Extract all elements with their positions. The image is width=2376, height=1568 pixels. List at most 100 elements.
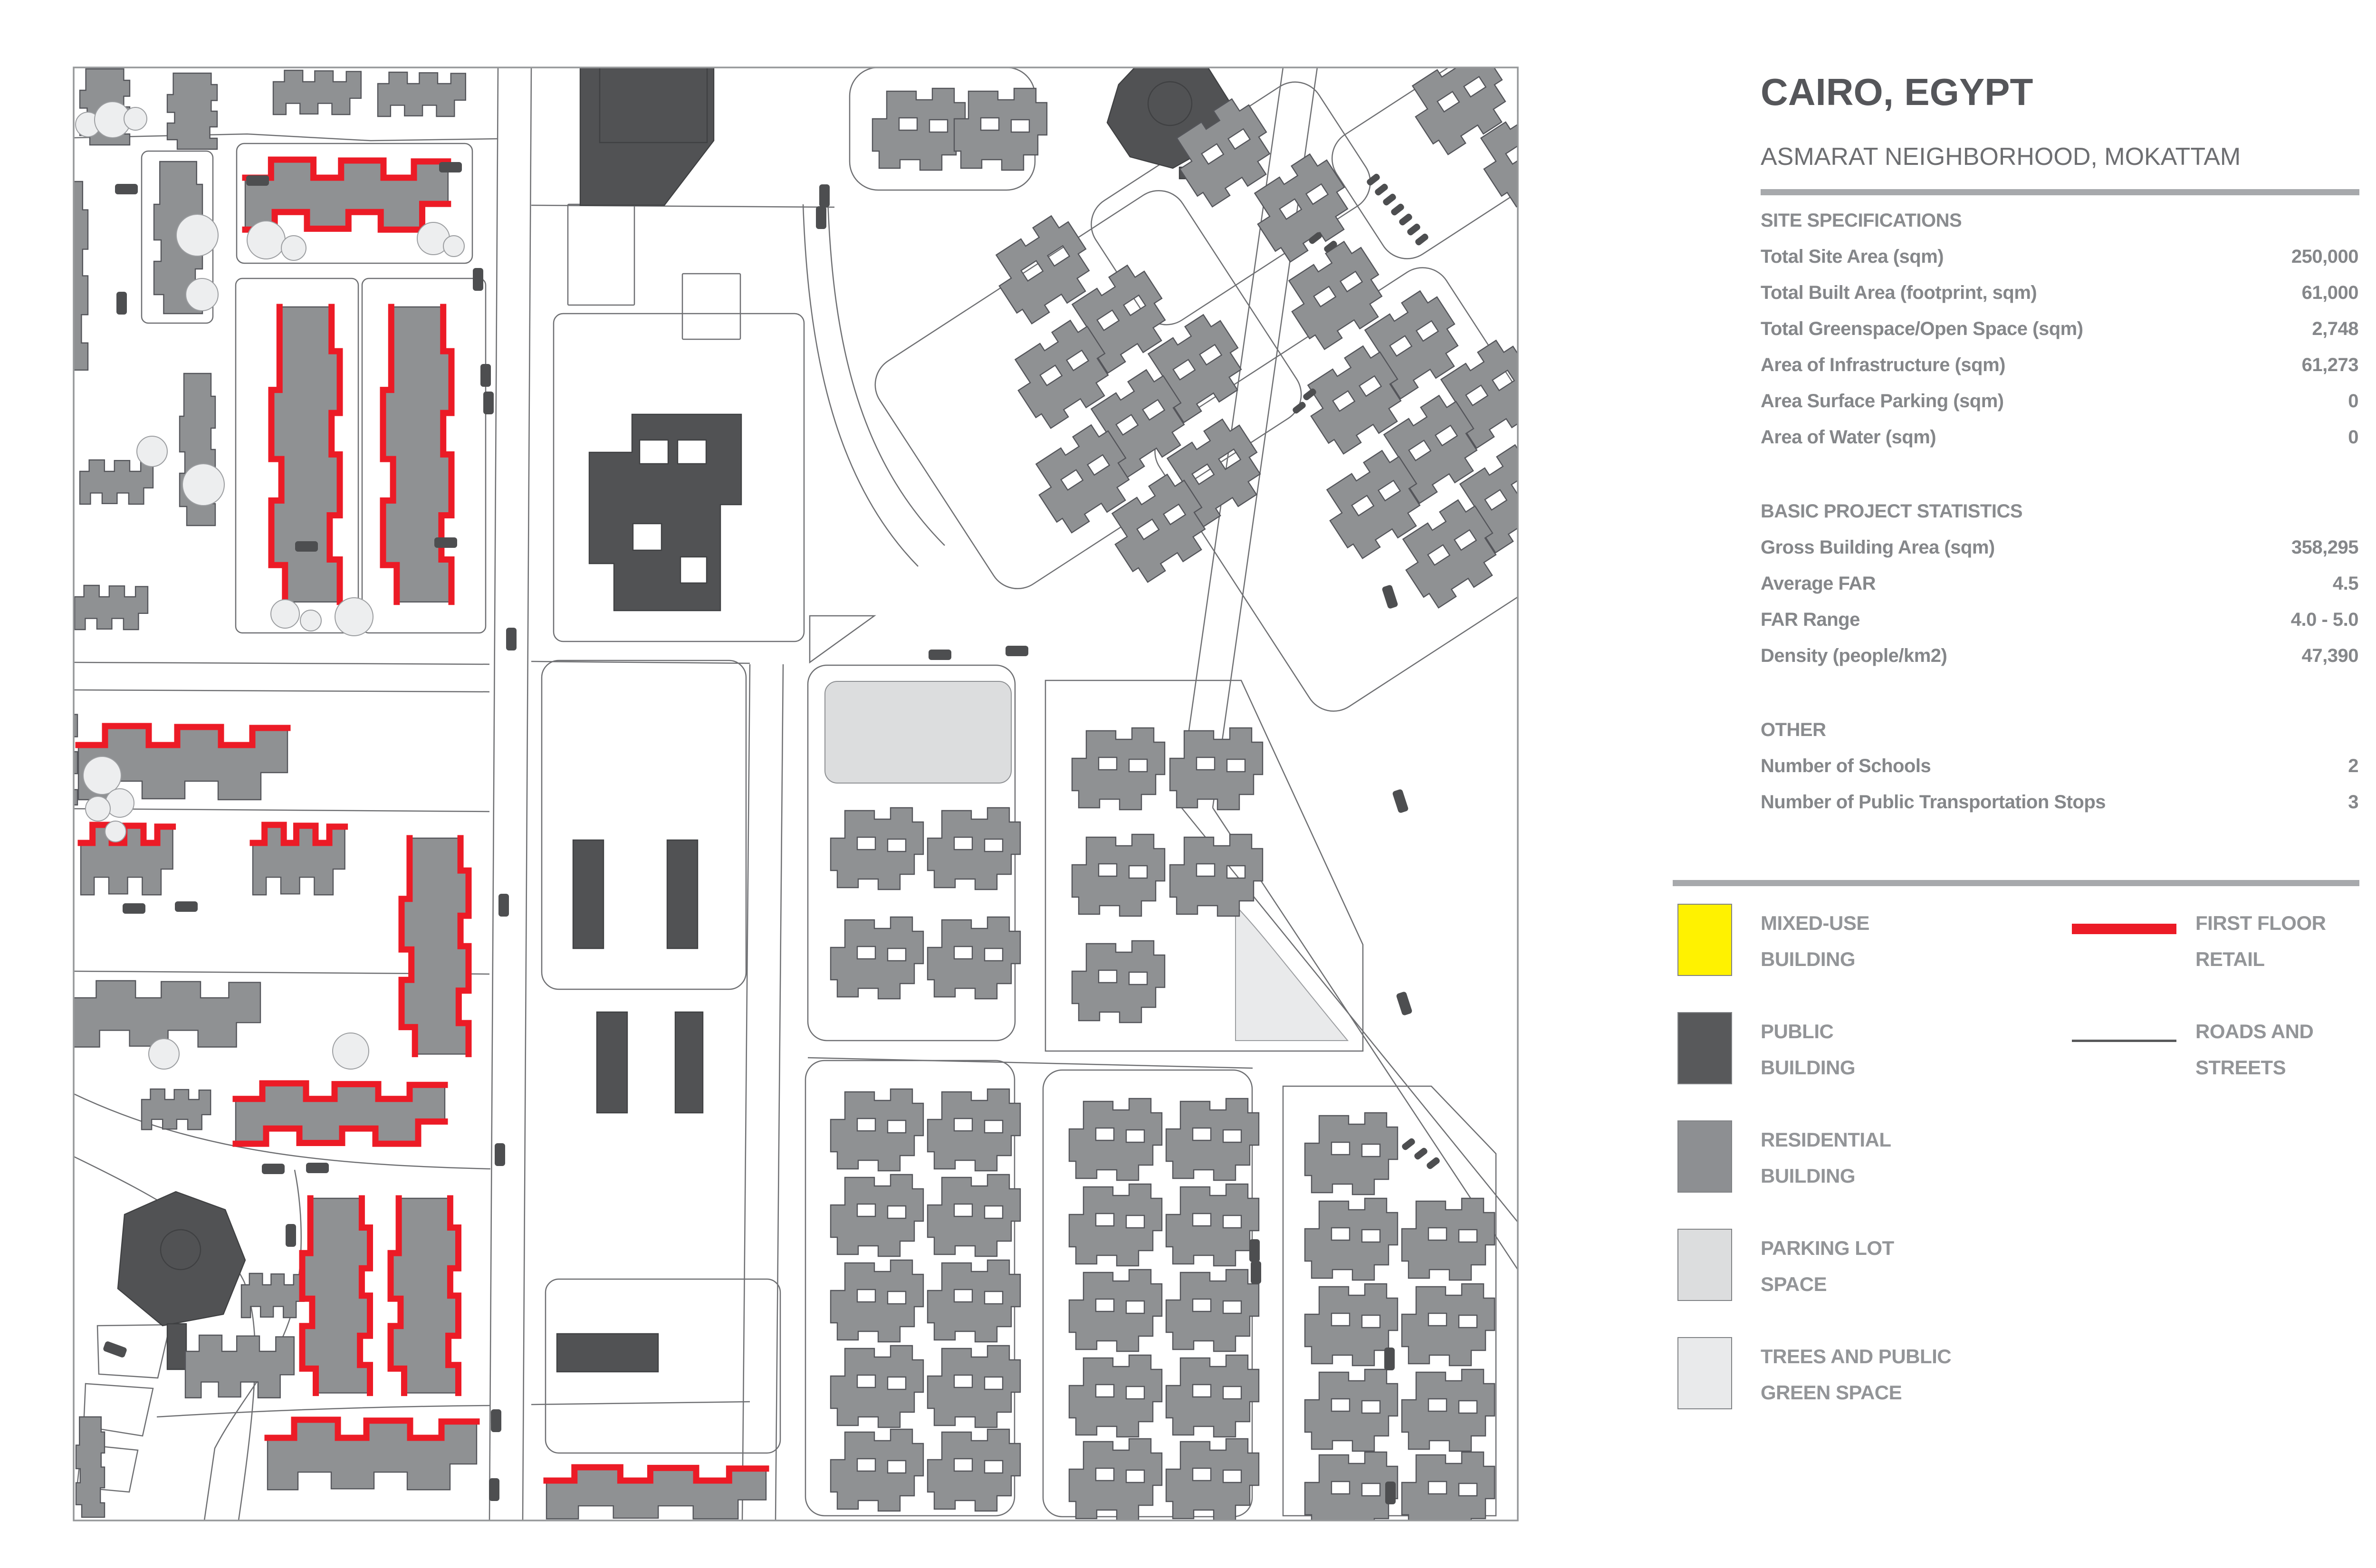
tree (270, 599, 300, 629)
page-subtitle: ASMARAT NEIGHBORHOOD, MOKATTAM (1761, 143, 2241, 171)
car (123, 903, 145, 914)
residential-building (1023, 419, 1145, 538)
first-floor-retail-edge (253, 825, 345, 843)
road (156, 1405, 491, 1418)
block-outline (1282, 1085, 1497, 1517)
car (115, 184, 138, 194)
residential-building (1002, 315, 1124, 433)
road (74, 661, 490, 665)
tree (176, 214, 219, 257)
car (1251, 1261, 1261, 1284)
cars-group (103, 162, 1440, 1504)
residential-building (831, 1346, 923, 1427)
stat-row: Area Surface Parking (sqm)0 (1761, 383, 2359, 419)
car (439, 162, 462, 172)
stat-value: 0 (2348, 391, 2358, 411)
first-floor-retail-edge (330, 307, 340, 602)
residential-building (1069, 1099, 1162, 1180)
first-floor-retail-edge (236, 1083, 445, 1099)
transit-stop-marker (1324, 240, 1337, 253)
residential-building (1069, 1184, 1162, 1266)
block-outline (553, 313, 805, 642)
residential-building (268, 1420, 477, 1490)
residential-building (1069, 1270, 1162, 1351)
first-floor-retail-edge (449, 1198, 459, 1393)
block-outline (76, 1444, 139, 1493)
road (531, 1401, 750, 1405)
public-building (167, 1324, 186, 1369)
tree (332, 1033, 369, 1070)
road (74, 1156, 256, 1520)
buildings-group (74, 67, 1518, 1520)
residential-building (1305, 1284, 1398, 1366)
tree (105, 821, 126, 842)
tree (443, 235, 465, 257)
transit-stop-marker (1427, 1157, 1440, 1169)
car (480, 364, 491, 387)
roads-and-streets-swatch (2072, 1040, 2176, 1042)
legend-label: SPACE (1761, 1273, 1827, 1295)
stat-row: Density (people/km2)47,390 (1761, 638, 2359, 674)
transit-stop-marker (1414, 1147, 1428, 1160)
public-building (580, 67, 714, 205)
green-space (1235, 904, 1349, 1041)
road (827, 199, 945, 546)
car (262, 1164, 285, 1174)
stat-value: 4.5 (2332, 573, 2359, 594)
car (473, 268, 483, 291)
residential-building (928, 1175, 1020, 1256)
legend-label: ROADS AND (2195, 1020, 2314, 1042)
tree (148, 1038, 180, 1070)
stat-label: Total Site Area (sqm) (1761, 246, 1944, 267)
residential-building (1305, 1452, 1398, 1520)
residential-building (76, 1417, 105, 1517)
public-building (675, 1012, 703, 1113)
car (929, 650, 951, 660)
legend-label: GREEN SPACE (1761, 1381, 1902, 1404)
tree (335, 597, 374, 636)
page-title: CAIRO, EGYPT (1761, 71, 2033, 113)
residential-building (74, 182, 88, 370)
block-outline (236, 143, 473, 264)
transit-stop-marker (1383, 193, 1396, 206)
residential-building (1072, 728, 1165, 810)
first-floor-retail-edge (245, 160, 448, 178)
legend-label: PARKING LOT (1761, 1237, 1894, 1259)
car (506, 628, 517, 650)
public-building (1107, 67, 1229, 168)
stat-value: 358,295 (2291, 537, 2359, 558)
legend-label: RESIDENTIAL (1761, 1128, 1891, 1151)
residential-building (1389, 494, 1512, 613)
car (1385, 1482, 1396, 1504)
car (1249, 1239, 1260, 1262)
car (495, 1143, 505, 1166)
road (203, 1169, 302, 1520)
tree (136, 436, 168, 467)
stat-label: Number of Schools (1761, 755, 1931, 776)
residential-building (1166, 1270, 1259, 1351)
residential-building (928, 1346, 1020, 1427)
block-outline (545, 1278, 781, 1454)
section-header: OTHER (1761, 719, 1826, 740)
stat-value: 250,000 (2291, 246, 2359, 267)
residential-building (831, 1260, 923, 1342)
legend-label: RETAIL (2195, 948, 2265, 970)
stat-value: 2,748 (2312, 318, 2358, 339)
divider-top (1761, 189, 2359, 195)
residential-building (872, 88, 965, 170)
first-floor-retail-edge (268, 1420, 477, 1438)
road (1212, 807, 1518, 1270)
residential-building (1099, 468, 1221, 587)
public-building-detail (1147, 81, 1193, 126)
residential-building (831, 808, 923, 889)
trees-group (75, 101, 465, 1070)
residential-building (74, 698, 77, 805)
residential-building (928, 808, 1020, 889)
transit-stop-marker (1391, 203, 1404, 216)
section-header: BASIC PROJECT STATISTICS (1761, 501, 2023, 522)
residential-building (378, 72, 466, 116)
